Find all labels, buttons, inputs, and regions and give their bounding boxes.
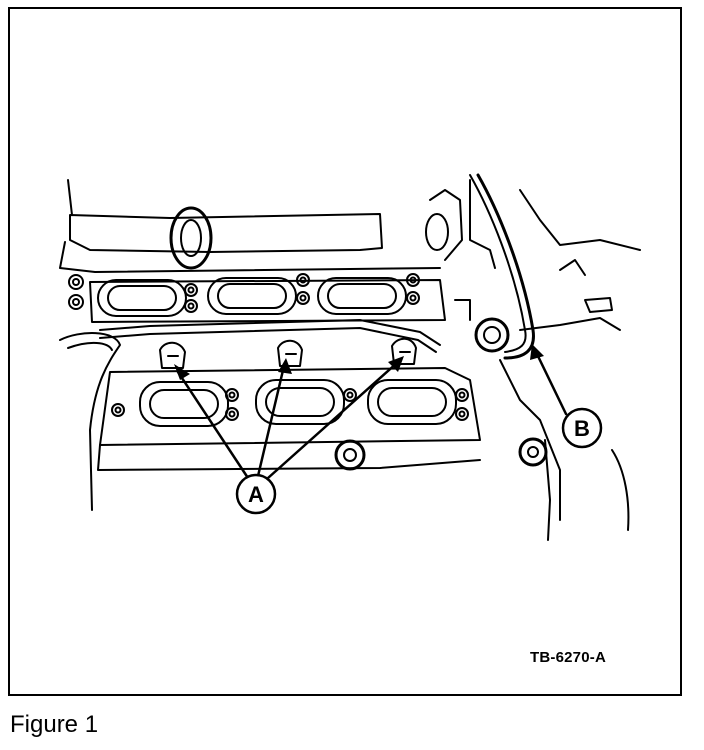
- callout-b: B: [561, 407, 603, 449]
- figure-caption: Figure 1: [10, 711, 99, 738]
- leader-arrows-a: [176, 360, 400, 480]
- upper-intake-ports: [89, 277, 446, 323]
- callout-b-label: B: [574, 416, 590, 441]
- arrowheads-a: [174, 356, 404, 380]
- fuel-tube-clips: [159, 337, 417, 369]
- lifting-eye: [169, 206, 213, 270]
- leader-arrow-b: [534, 350, 568, 416]
- upper-bolts: [68, 273, 420, 313]
- reference-code: TB-6270-A: [530, 649, 606, 666]
- callout-a-label: A: [248, 482, 264, 507]
- arrowhead-b: [530, 344, 544, 360]
- upper-boss: [425, 213, 449, 251]
- callout-a: A: [235, 473, 277, 515]
- lower-bolts: [111, 388, 548, 471]
- right-side-components: [454, 173, 641, 541]
- upper-head-outline: [59, 179, 496, 273]
- figure-frame: [8, 7, 682, 696]
- fuel-tube: [59, 319, 441, 511]
- lower-intake-ports: [97, 367, 481, 471]
